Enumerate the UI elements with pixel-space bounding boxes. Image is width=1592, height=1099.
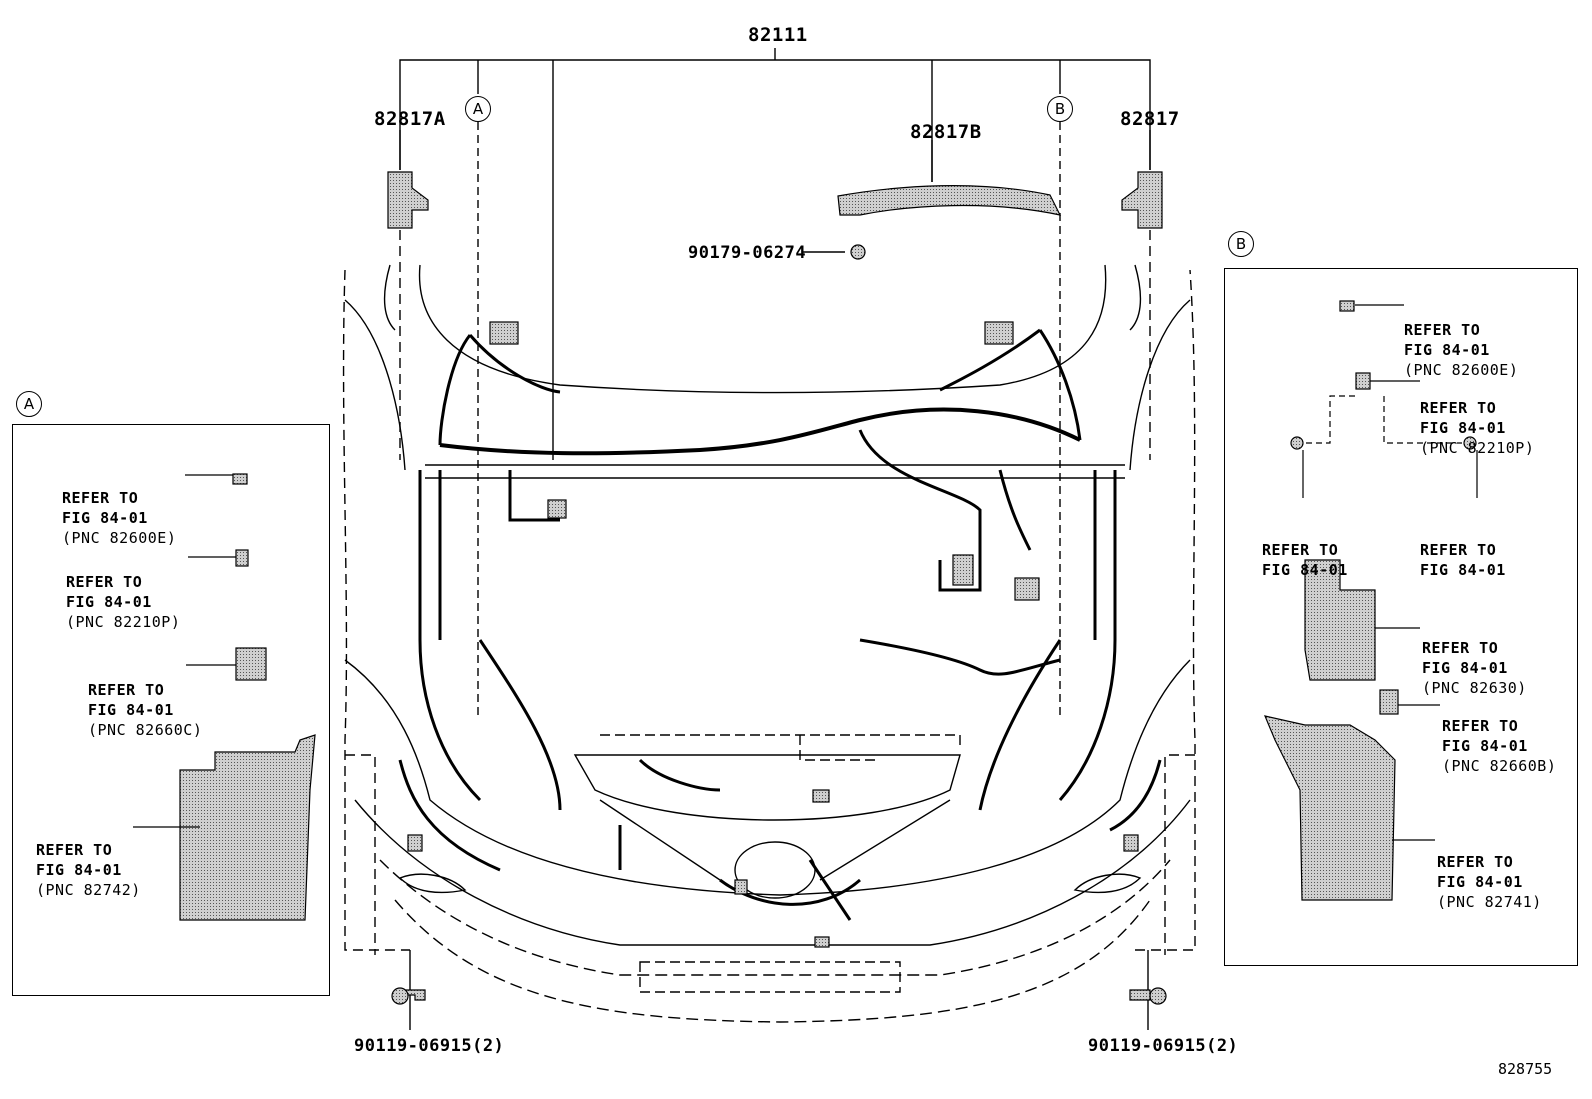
detail-panel-a <box>12 424 330 996</box>
hood-outline <box>418 264 1107 394</box>
callout-a-panel: A <box>16 391 42 417</box>
junction-block-b <box>1264 715 1396 901</box>
bracket-center-part <box>837 185 1062 216</box>
clip-part-number: 90179-06274 <box>688 243 807 263</box>
harness-part-number: 82111 <box>748 24 808 46</box>
radiator-support <box>425 464 1125 479</box>
license-plate-area <box>639 961 901 993</box>
bracket-left-part <box>387 171 429 229</box>
bracket-left-part-number: 82817A <box>374 108 446 130</box>
harness-main-trunk <box>439 407 1081 456</box>
grille <box>573 754 961 821</box>
bracket-right-part <box>1121 171 1163 229</box>
junction-block-a <box>179 734 316 921</box>
callout-b-top: B <box>1047 96 1073 122</box>
bumper-face <box>344 659 1191 896</box>
bumper-outline <box>342 269 1196 951</box>
harness-leader-bracket <box>399 59 1151 170</box>
figure-number: 828755 <box>1498 1060 1553 1078</box>
callout-b-panel: B <box>1228 231 1254 257</box>
clip-part <box>850 244 866 260</box>
bracket-right-part-number: 82817 <box>1120 108 1180 130</box>
bolt-left-part-number: 90119-06915(2) <box>354 1036 505 1056</box>
bolt-right-part-number: 90119-06915(2) <box>1088 1036 1239 1056</box>
relay-block-b <box>1304 559 1376 681</box>
bracket-center-part-number: 82817B <box>910 121 982 143</box>
callout-a-top: A <box>465 96 491 122</box>
detail-panel-b <box>1224 268 1578 966</box>
